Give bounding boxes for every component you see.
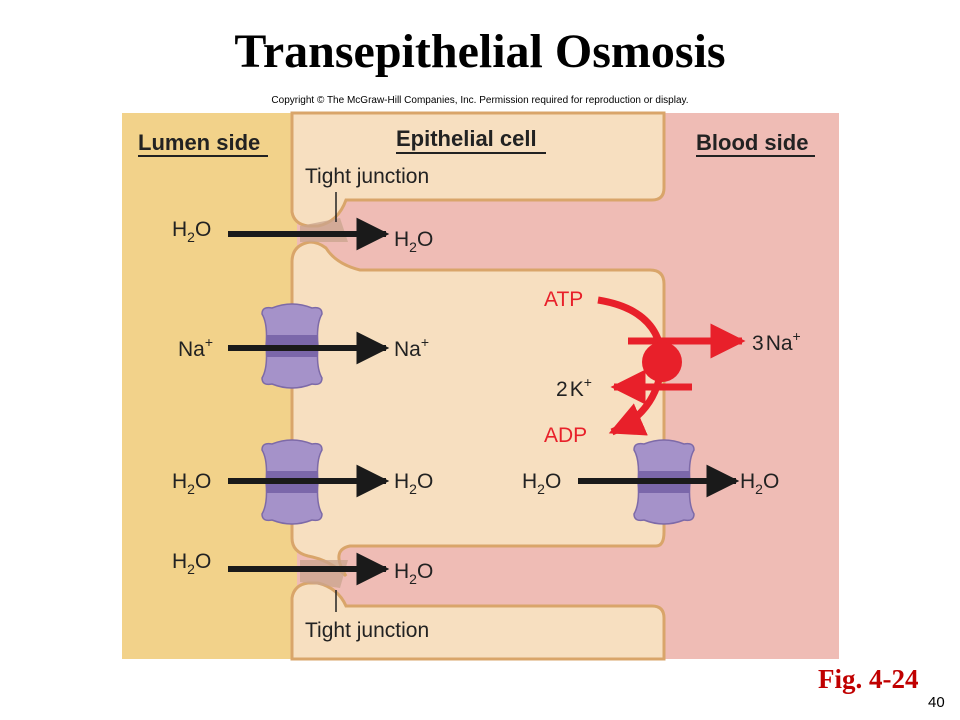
adp-label: ADP	[544, 424, 587, 447]
tight-junction-label-top: Tight junction	[305, 165, 429, 188]
na-out-label: 3Na+	[752, 328, 801, 355]
k-in-label: 2K+	[556, 374, 592, 401]
h2o-label-lumen-2: H2O	[172, 470, 211, 497]
h2o-label-lumen-1: H2O	[172, 218, 211, 245]
figure-reference: Fig. 4-24	[818, 664, 919, 694]
epithelial-cell-middle	[290, 240, 666, 578]
sodium-potassium-pump	[597, 296, 746, 436]
lumen-region	[122, 113, 297, 659]
copyright-notice: Copyright © The McGraw-Hill Companies, I…	[271, 95, 689, 106]
blood-side-header: Blood side	[696, 130, 808, 155]
na-label-cell: Na+	[394, 334, 429, 361]
slide-title: Transepithelial Osmosis	[234, 25, 726, 78]
epithelial-cell-header: Epithelial cell	[396, 126, 537, 151]
tight-junction-label-bottom: Tight junction	[305, 619, 429, 642]
h2o-label-cell-2: H2O	[394, 470, 433, 497]
atp-label: ATP	[544, 288, 583, 311]
lumen-side-header: Lumen side	[138, 130, 260, 155]
slide-number: 40	[928, 694, 945, 711]
